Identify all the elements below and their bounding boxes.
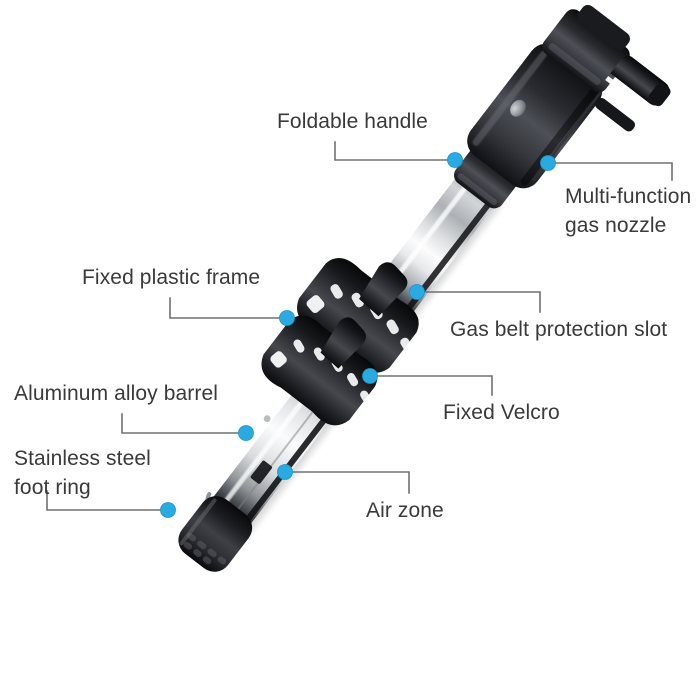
- callout-label-stainless-steel-foot-ring: Stainless steel foot ring: [14, 447, 151, 499]
- barrel-marking: [250, 460, 273, 484]
- pump-illustration: [178, 4, 671, 572]
- multi-function-gas-nozzle-part: [542, 4, 671, 132]
- callout-label-foldable-handle: Foldable handle: [277, 110, 428, 133]
- barrel-upper-section: [374, 157, 509, 315]
- dot-fixed-plastic-frame: [279, 310, 295, 326]
- callout-label-gas-belt-protection-slot: Gas belt protection slot: [450, 318, 668, 341]
- leader-air-zone: [292, 471, 410, 494]
- callout-label-fixed-velcro: Fixed Velcro: [443, 401, 560, 424]
- leader-foldable-handle: [334, 141, 448, 161]
- callout-label-aluminum-alloy-barrel: Aluminum alloy barrel: [14, 382, 219, 405]
- callout-label-fixed-plastic-frame: Fixed plastic frame: [82, 266, 261, 289]
- dot-aluminum-alloy-barrel: [238, 425, 254, 441]
- foldable-handle-part: [467, 43, 603, 189]
- callout-label-multi-function-gas-nozzle: Multi-function gas nozzle: [565, 185, 692, 237]
- callout-dots: [160, 152, 556, 518]
- fixed-plastic-frame-part: [261, 257, 421, 438]
- leader-fixed-velcro: [377, 375, 493, 396]
- leader-gas-belt-protection-slot: [424, 291, 541, 313]
- leader-multi-function-gas-nozzle: [555, 162, 673, 181]
- dot-air-zone: [277, 464, 293, 480]
- leader-stainless-steel-foot-ring: [46, 490, 161, 511]
- leader-fixed-plastic-frame: [169, 297, 280, 319]
- callout-leaders: [46, 141, 673, 511]
- handle-rivet: [510, 99, 526, 117]
- dot-fixed-velcro: [362, 368, 378, 384]
- dot-multi-function-gas-nozzle: [540, 155, 556, 171]
- rubber-foot-cap: [178, 496, 253, 572]
- dot-foldable-handle: [447, 152, 463, 168]
- callout-label-air-zone: Air zone: [366, 499, 444, 522]
- dot-gas-belt-protection-slot: [409, 284, 425, 300]
- dot-stainless-steel-foot-ring: [160, 502, 176, 518]
- leader-aluminum-alloy-barrel: [121, 413, 239, 434]
- gas-belt-protection-slot-part: [454, 147, 518, 209]
